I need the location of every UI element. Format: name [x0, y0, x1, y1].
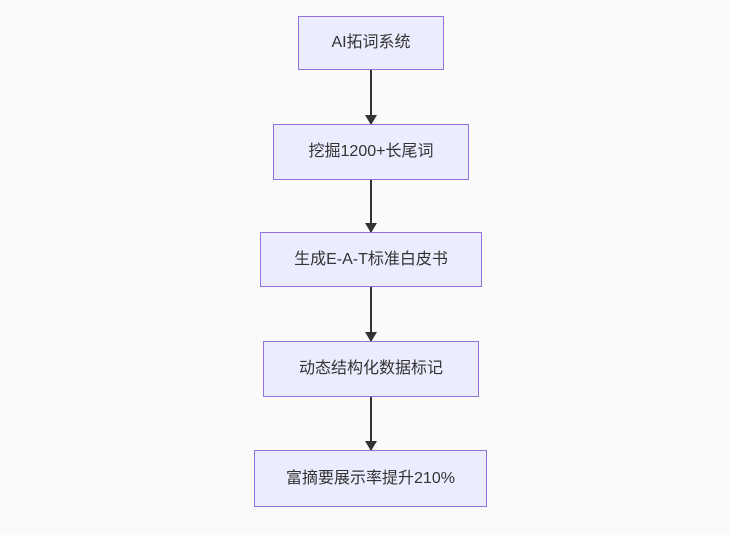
- node-label: 动态结构化数据标记: [298, 360, 443, 377]
- flow-arrow-3: [365, 287, 377, 342]
- arrowhead-down-icon: [365, 441, 377, 451]
- flowchart-node-5: 富摘要展示率提升210%: [254, 450, 487, 507]
- node-label: 生成E-A-T标准白皮书: [294, 250, 448, 268]
- node-label: AI拓词系统: [331, 34, 411, 51]
- arrowhead-down-icon: [365, 332, 377, 342]
- flowchart-node-2: 挖掘1200+长尾词: [273, 124, 469, 180]
- arrowhead-down-icon: [365, 223, 377, 233]
- flow-arrow-2: [365, 180, 377, 233]
- flowchart-node-3: 生成E-A-T标准白皮书: [260, 232, 482, 287]
- flowchart-node-4: 动态结构化数据标记: [263, 341, 479, 397]
- flowchart-node-1: AI拓词系统: [298, 16, 444, 70]
- arrowhead-down-icon: [365, 115, 377, 125]
- flow-arrow-1: [365, 70, 377, 125]
- flow-arrow-4: [365, 397, 377, 451]
- node-label: 富摘要展示率提升210%: [286, 469, 455, 487]
- node-label: 挖掘1200+长尾词: [308, 143, 434, 160]
